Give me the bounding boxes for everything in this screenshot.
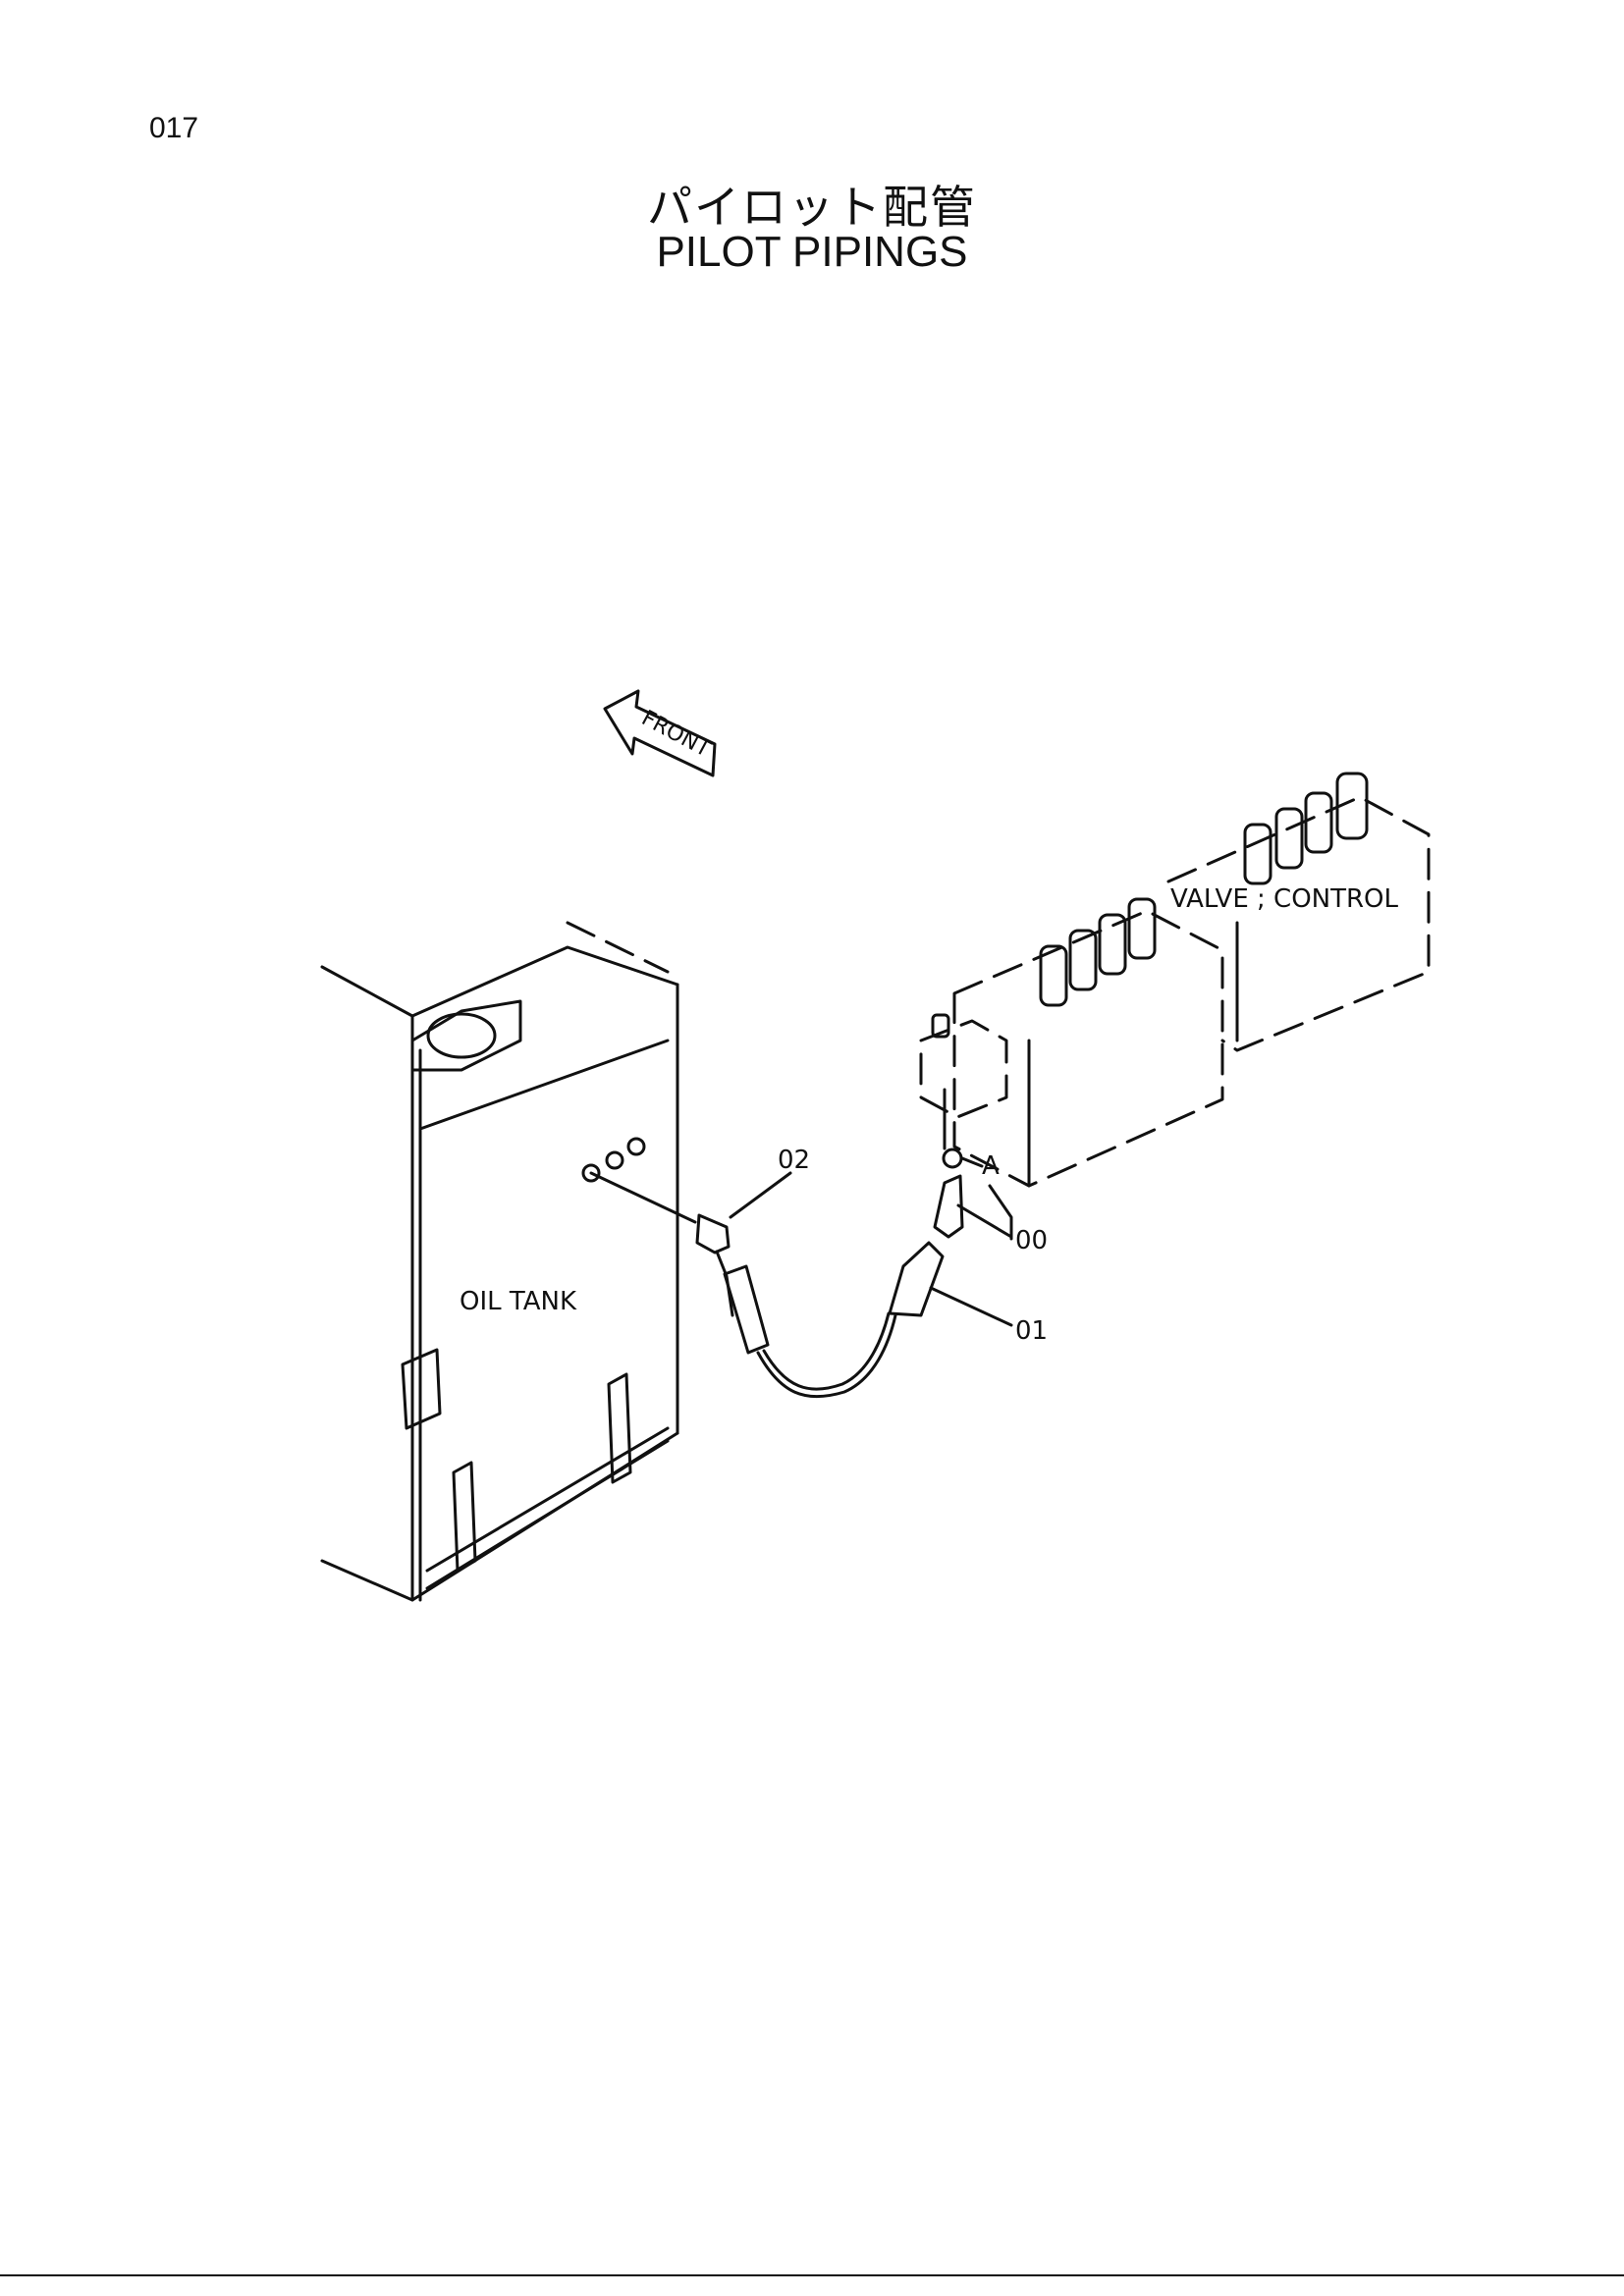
page-title-english: PILOT PIPINGS: [656, 228, 968, 276]
page-title-japanese: パイロット配管: [647, 181, 977, 234]
callout-00: 00: [1015, 1226, 1048, 1255]
pilot-pipe-assembly: [589, 1088, 964, 1399]
control-valve: VALVE ; CONTROL: [919, 772, 1431, 1188]
footer-rule: [0, 2274, 1624, 2276]
callouts: 02 A 00 01: [729, 1146, 1048, 1346]
callout-02: 02: [778, 1146, 810, 1175]
valve-control-label: VALVE ; CONTROL: [1170, 884, 1399, 914]
oil-tank-label: OIL TANK: [460, 1287, 577, 1316]
front-arrow: FRONT: [603, 689, 717, 777]
callout-01: 01: [1015, 1316, 1048, 1346]
front-label: FRONT: [637, 706, 715, 763]
page-number: 017: [149, 112, 199, 144]
detail-a-label: A: [982, 1151, 1000, 1181]
oil-tank: OIL TANK: [320, 921, 679, 1602]
valve-spools: [1039, 772, 1369, 1007]
